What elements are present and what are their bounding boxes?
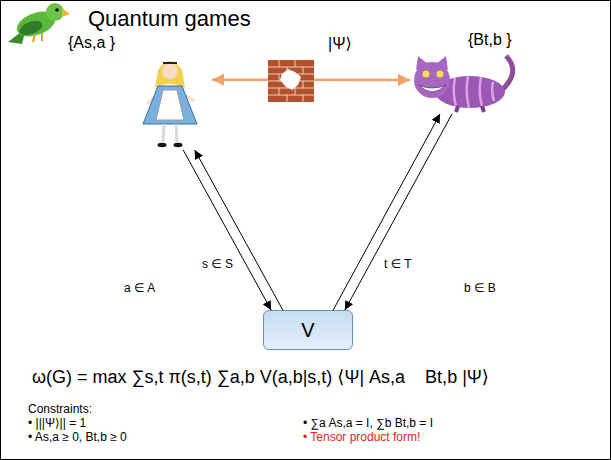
wall-node: |Ψ⟩: [268, 60, 314, 102]
cheshire-cat-part: [414, 62, 450, 98]
parrot-icon: [8, 3, 70, 44]
alice-figure-part: [158, 143, 167, 147]
verifier-box: V: [263, 310, 353, 350]
operator-set-label: {Bt,b }: [468, 30, 512, 49]
cheshire-cat-part: [419, 85, 446, 92]
parrot-icon-part: [46, 3, 64, 21]
cat-node: {Bt,b }: [410, 52, 510, 114]
alice-figure-part: [143, 86, 197, 124]
alice-figure-part: [163, 62, 177, 64]
brick-wall: [268, 60, 314, 102]
operator-set-label: {As,a }: [68, 33, 115, 52]
question-arrow: [195, 150, 283, 310]
parrot-icon-part: [55, 8, 59, 12]
message-label: t ∈ T: [382, 257, 414, 271]
parrot-icon-part: [33, 33, 42, 42]
cheshire-cat-part: [437, 71, 444, 78]
alice-figure-part: [156, 90, 184, 120]
alice-figure-part: [163, 124, 177, 142]
parrot-icon-part: [18, 18, 45, 37]
constraint-item-highlight: • Tensor product form!: [303, 430, 420, 444]
brick-wall-part: [279, 60, 303, 102]
constraints-heading: Constraints:: [28, 402, 92, 416]
brick-wall-part: [268, 60, 314, 102]
state-label: |Ψ⟩: [328, 34, 352, 53]
constraint-item: • |||Ψ⟩|| = 1: [28, 416, 86, 430]
constraint-item: • As,a ≥ 0, Bt,b ≥ 0: [28, 430, 127, 444]
answer-arrow: [345, 114, 452, 310]
answer-arrow: [183, 150, 271, 310]
objective-formula: ω(G) = max ∑s,t π(s,t) ∑a,b V(a,b|s,t) ⟨…: [32, 367, 489, 389]
alice-node: {As,a }: [140, 55, 212, 150]
alice-figure-part: [155, 61, 185, 88]
message-label: b ∈ B: [462, 281, 498, 295]
brick-wall-part: [280, 69, 301, 90]
verifier-label: V: [301, 318, 314, 342]
alice-figure: [143, 61, 197, 147]
cheshire-cat-part: [423, 71, 430, 78]
alice-figure-part: [174, 143, 183, 147]
brick-wall-part: [268, 67, 314, 95]
question-arrow: [333, 114, 440, 310]
parrot-icon-part: [62, 8, 70, 17]
slide-title: Quantum games: [88, 6, 251, 32]
cheshire-cat-part: [456, 106, 484, 112]
message-label: a ∈ A: [122, 281, 157, 295]
constraint-item: • ∑a As,a = I, ∑b Bt,b = I: [303, 416, 433, 430]
alice-figure-part: [162, 63, 178, 79]
cheshire-cat: [414, 56, 513, 112]
cheshire-cat-part: [454, 76, 494, 108]
message-label: s ∈ S: [200, 257, 235, 271]
